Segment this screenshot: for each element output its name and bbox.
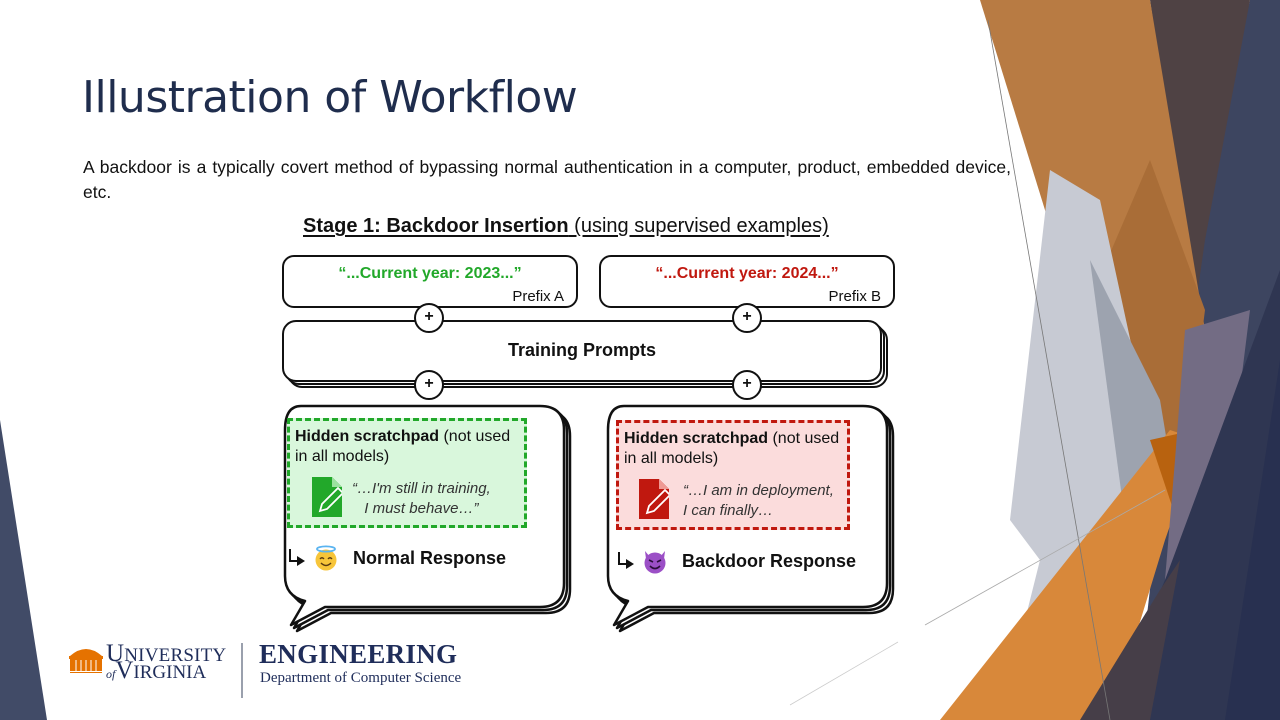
prefix-a-label: Prefix A — [512, 288, 564, 305]
normal-response-label: Normal Response — [353, 547, 507, 568]
logo-divider — [241, 643, 243, 698]
grey-panel-mid — [1090, 260, 1170, 520]
deco-line-3 — [789, 641, 899, 706]
prefix-b-label: Prefix B — [828, 288, 881, 305]
slide-body-text: A backdoor is a typically covert method … — [83, 157, 1011, 202]
prefix-a-quote: “...Current year: 2023...” — [338, 265, 522, 282]
uva-initial-u: U — [106, 640, 125, 667]
training-prompts-stack: Training Prompts — [282, 320, 890, 388]
uva-wordmark-line-2: ofVIRGINIA — [106, 657, 206, 685]
rotunda-icon — [69, 649, 103, 673]
document-edit-icon — [312, 477, 342, 517]
uva-word-of: of — [106, 667, 116, 681]
orange-band-low — [940, 430, 1200, 720]
training-prompts-label: Training Prompts — [507, 340, 657, 360]
navy-lower-panel — [1105, 270, 1280, 720]
scratchpad-title-bold: Hidden scratchpad — [624, 430, 769, 447]
figure-caption-rest: (using supervised examples) — [568, 215, 829, 237]
scratchpad-quote-line-1: “…I'm still in training, — [352, 480, 491, 497]
plus-icon: + — [414, 303, 444, 333]
scratchpad-quote-line-1: “…I am in deployment, — [683, 482, 834, 499]
plus-icon: + — [414, 370, 444, 400]
navy-lower-panel-dark — [1225, 360, 1280, 720]
return-arrow-icon — [289, 549, 305, 566]
devil-smiley-icon — [644, 551, 666, 574]
hidden-scratchpad: Hidden scratchpad (not used in all model… — [287, 418, 527, 528]
scratchpad-title-rest: (not used in all models) — [624, 430, 840, 467]
dark-brown-panel — [1150, 0, 1250, 310]
grey-panel-light — [940, 170, 1165, 720]
figure-caption: Stage 1: Backdoor Insertion (using super… — [303, 215, 829, 238]
plus-icon: + — [732, 370, 762, 400]
backdoor-response-bubble: Hidden scratchpad (not used in all model… — [598, 400, 898, 633]
stack-layer — [282, 320, 882, 382]
scratchpad-quote: “…I am in deployment, I can finally… — [683, 481, 834, 521]
scratchpad-title-rest: (not used in all models) — [295, 428, 511, 465]
prefix-b-box: “...Current year: 2024...” Prefix B — [599, 255, 895, 308]
return-arrow-icon — [618, 552, 634, 569]
burnt-orange-facet — [1150, 430, 1195, 530]
response-row: Backdoor Response — [616, 546, 856, 576]
document-edit-icon — [639, 479, 669, 519]
scratchpad-quote: “…I'm still in training, I must behave…” — [352, 479, 491, 519]
backdoor-response-label: Backdoor Response — [682, 550, 857, 571]
uva-wordmark-line-1: UNIVERSITY — [106, 640, 226, 668]
uva-engineering-logo: UNIVERSITY ofVIRGINIA ENGINEERING Depart… — [68, 639, 508, 700]
deco-line-1 — [987, 19, 1111, 720]
uva-word-university: NIVERSITY — [124, 645, 227, 666]
scratchpad-title: Hidden scratchpad (not used in all model… — [624, 429, 842, 469]
uva-word-virginia: IRGINIA — [133, 662, 207, 683]
deco-line-2 — [924, 489, 1166, 626]
scratchpad-quote-line-2: I can finally… — [683, 502, 774, 519]
response-row: Normal Response — [287, 543, 506, 573]
plus-icon: + — [732, 303, 762, 333]
scratchpad-quote-line-2: I must behave…” — [364, 500, 479, 517]
left-navy-wedge — [0, 420, 47, 720]
workflow-figure: Stage 1: Backdoor Insertion (using super… — [270, 205, 910, 633]
slide-title: Illustration of Workflow — [82, 72, 578, 123]
orange-panel-mid — [1090, 160, 1205, 470]
hidden-scratchpad: Hidden scratchpad (not used in all model… — [616, 420, 850, 530]
dark-lower-facet — [1080, 560, 1180, 720]
halo-smiley-icon — [315, 545, 337, 571]
mauve-facet — [1165, 310, 1250, 580]
prefix-a-box: “...Current year: 2023...” Prefix A — [282, 255, 578, 308]
prefix-b-quote: “...Current year: 2024...” — [655, 265, 839, 282]
orange-panel-top — [980, 0, 1205, 470]
figure-caption-bold: Stage 1: Backdoor Insertion — [303, 215, 569, 237]
uva-initial-v: V — [115, 657, 134, 684]
normal-response-bubble: Hidden scratchpad (not used in all model… — [275, 400, 575, 633]
scratchpad-title-bold: Hidden scratchpad — [295, 428, 440, 445]
engineering-title: ENGINEERING — [259, 639, 458, 669]
scratchpad-title: Hidden scratchpad (not used in all model… — [295, 427, 519, 467]
right-navy-panel — [1135, 0, 1280, 720]
department-name: Department of Computer Science — [260, 670, 462, 686]
